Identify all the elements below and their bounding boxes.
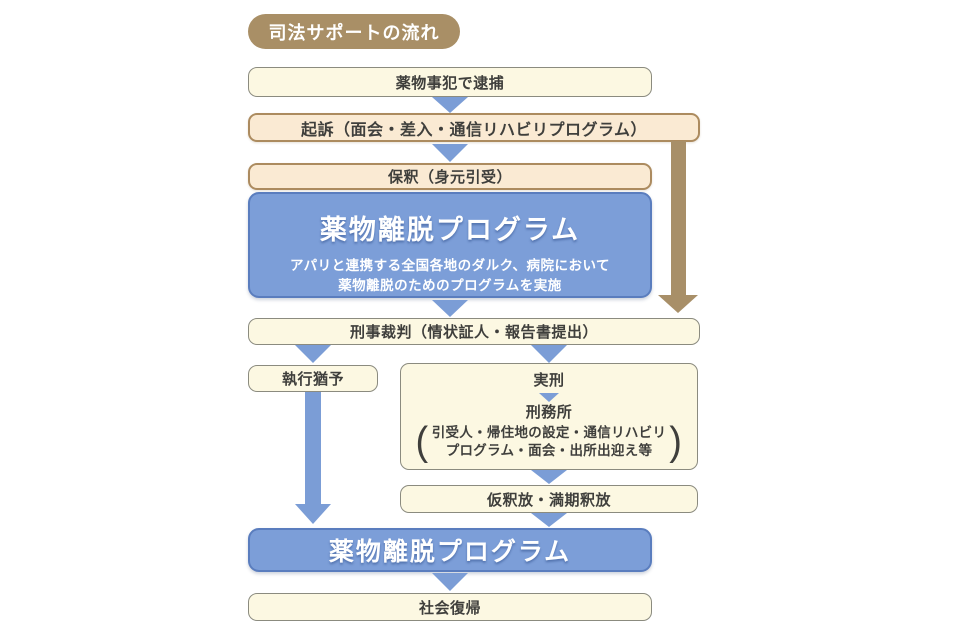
node-probation: 執行猶予	[248, 365, 378, 392]
prison-label: 刑務所	[525, 404, 573, 421]
prison-paren-line2: プログラム・面会・出所出迎え等	[445, 443, 653, 458]
probation-arrow-icon	[295, 504, 331, 524]
prison-sentence-label: 実刑	[533, 372, 565, 389]
node-social-reintegration: 社会復帰	[248, 593, 652, 621]
down-arrow-icon	[539, 393, 559, 402]
down-arrow-icon	[531, 513, 567, 527]
prison-paren-line1: 引受人・帰住地の設定・通信リハビリ	[431, 424, 667, 440]
down-arrow-icon	[432, 573, 468, 591]
node-arrest: 薬物事犯で逮捕	[248, 67, 652, 97]
down-arrow-icon	[432, 144, 468, 162]
prison-paren-note: ( 引受人・帰住地の設定・通信リハビリ プログラム・面会・出所出迎え等 )	[413, 419, 686, 465]
down-arrow-icon	[531, 345, 567, 363]
node-prison-branch: 実刑 刑務所 ( 引受人・帰住地の設定・通信リハビリ プログラム・面会・出所出迎…	[400, 363, 698, 470]
program-description: アパリと連携する全国各地のダルク、病院において 薬物離脱のためのプログラムを実施	[290, 256, 610, 295]
program-title: 薬物離脱プログラム	[328, 538, 572, 566]
program-description-line2: 薬物離脱のためのプログラムを実施	[338, 277, 562, 293]
down-arrow-icon	[295, 345, 331, 363]
probation-arrow-shaft	[305, 392, 321, 505]
down-arrow-icon	[531, 470, 567, 484]
down-arrow-icon	[432, 97, 468, 113]
node-bail: 保釈（身元引受）	[248, 163, 652, 190]
paren-open: (	[415, 419, 429, 465]
node-release: 仮釈放・満期釈放	[400, 485, 698, 513]
bypass-arrow-shaft	[671, 141, 686, 296]
program-description-line1: アパリと連携する全国各地のダルク、病院において	[289, 258, 611, 273]
node-criminal-trial: 刑事裁判（情状証人・報告書提出）	[248, 318, 700, 345]
prison-paren-text: 引受人・帰住地の設定・通信リハビリ プログラム・面会・出所出迎え等	[432, 424, 667, 460]
node-prosecution: 起訴（面会・差入・通信リハビリプログラム）	[248, 113, 700, 142]
node-withdrawal-program-postrelease: 薬物離脱プログラム	[248, 528, 652, 572]
down-arrow-icon	[432, 300, 468, 317]
title-badge: 司法サポートの流れ	[248, 14, 460, 49]
program-title: 薬物離脱プログラム	[319, 215, 581, 245]
paren-close: )	[669, 419, 683, 465]
node-withdrawal-program-pretrial: 薬物離脱プログラム アパリと連携する全国各地のダルク、病院において 薬物離脱のた…	[248, 192, 652, 298]
bypass-arrow-icon	[658, 295, 698, 313]
